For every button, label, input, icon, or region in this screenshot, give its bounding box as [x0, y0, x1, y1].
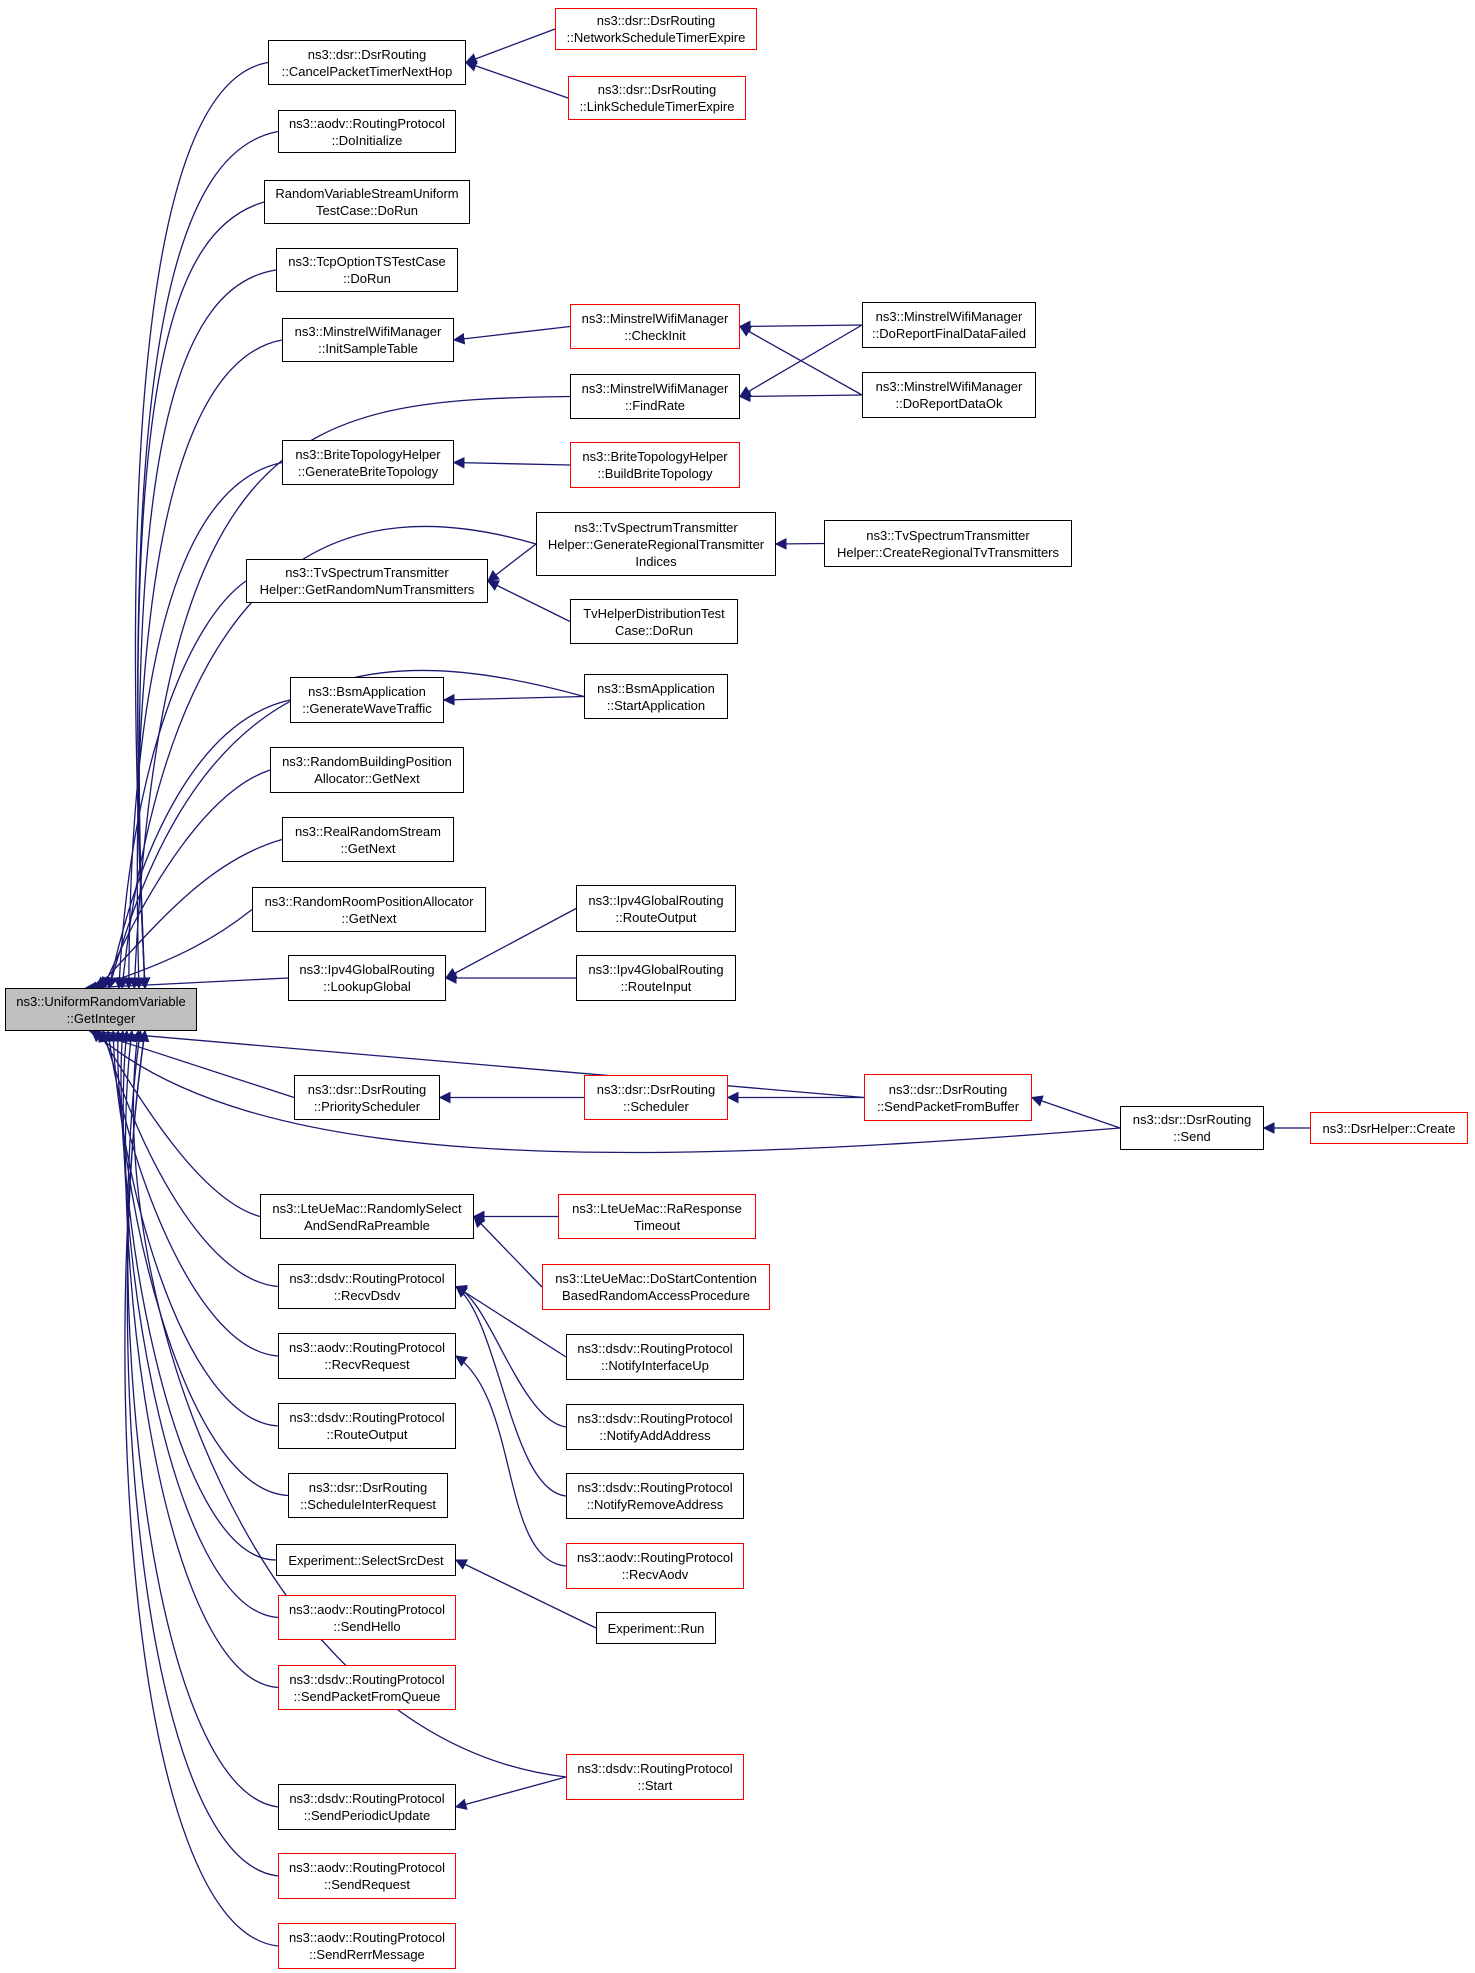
graph-node-dostartcont[interactable]: ns3::LteUeMac::DoStartContention BasedRa… [542, 1264, 770, 1310]
edge-reportok-to-findrate [738, 390, 863, 403]
graph-node-raresp[interactable]: ns3::LteUeMac::RaResponse Timeout [558, 1194, 756, 1239]
edge-ipv4out-to-lookupglobal [444, 907, 577, 979]
edge-lookupglobal-to-root [84, 977, 289, 994]
edge-dsdvstart-to-root [131, 1029, 567, 1778]
edge-checkinit-to-initsample [452, 325, 571, 345]
edge-exprun-to-selectsrc [454, 1559, 597, 1629]
graph-node-createregional[interactable]: ns3::TvSpectrumTransmitter Helper::Creat… [824, 520, 1072, 567]
edge-dsdvstart-to-sendperiodic [454, 1776, 567, 1810]
graph-node-ipv4out[interactable]: ns3::Ipv4GlobalRouting ::RouteOutput [576, 885, 736, 932]
edge-linksched-to-cancelpkt [464, 60, 569, 99]
edge-genwave-to-root [105, 699, 291, 990]
graph-node-reportok[interactable]: ns3::MinstrelWifiManager ::DoReportDataO… [862, 372, 1036, 418]
graph-node-genregional[interactable]: ns3::TvSpectrumTransmitter Helper::Gener… [536, 512, 776, 576]
edge-netsched-to-cancelpkt [464, 28, 556, 65]
edge-findrate-to-root [128, 395, 571, 990]
edge-startapp-to-genwave [442, 693, 585, 706]
edge-schedinter-to-root [111, 1029, 289, 1497]
edge-recvaodv-to-recvrequest [455, 1355, 567, 1567]
graph-node-sendperiodic[interactable]: ns3::dsdv::RoutingProtocol ::SendPeriodi… [278, 1784, 456, 1830]
edge-sendrerr-to-root [124, 1029, 279, 1947]
edge-reportfinal-to-findrate [738, 324, 863, 398]
edge-sendhello-to-root [119, 1029, 279, 1619]
graph-node-sendpktbuf[interactable]: ns3::dsr::DsrRouting ::SendPacketFromBuf… [864, 1074, 1032, 1121]
graph-node-buildbrite[interactable]: ns3::BriteTopologyHelper ::BuildBriteTop… [570, 442, 740, 488]
graph-node-scheduler[interactable]: ns3::dsr::DsrRouting ::Scheduler [584, 1075, 728, 1120]
graph-node-cancelpkt[interactable]: ns3::dsr::DsrRouting ::CancelPacketTimer… [268, 40, 466, 85]
graph-node-sendrequest[interactable]: ns3::aodv::RoutingProtocol ::SendRequest [278, 1853, 456, 1899]
edge-realrandom-to-root [96, 838, 283, 989]
edge-initsample-to-root [132, 339, 283, 990]
edge-notifyremove-to-recvdsdv [455, 1285, 567, 1497]
edge-sendpktbuf-to-root [88, 1026, 865, 1099]
graph-node-netsched[interactable]: ns3::dsr::DsrRouting ::NetworkScheduleTi… [555, 8, 757, 50]
edge-createregional-to-genregional [774, 538, 825, 550]
edge-dostartcont-to-randselect [473, 1215, 543, 1288]
graph-node-root: ns3::UniformRandomVariable ::GetInteger [5, 988, 197, 1031]
graph-node-realrandom[interactable]: ns3::RealRandomStream ::GetNext [282, 817, 454, 862]
graph-node-checkinit[interactable]: ns3::MinstrelWifiManager ::CheckInit [570, 304, 740, 349]
edge-getrandomnum-to-root [113, 580, 247, 990]
graph-node-tcpts[interactable]: ns3::TcpOptionTSTestCase ::DoRun [276, 248, 458, 292]
graph-node-recvrequest[interactable]: ns3::aodv::RoutingProtocol ::RecvRequest [278, 1333, 456, 1379]
edge-selectsrc-to-root [116, 1029, 277, 1561]
graph-node-linksched[interactable]: ns3::dsr::DsrRouting ::LinkScheduleTimer… [568, 76, 746, 120]
edge-genregional-to-getrandomnum [487, 543, 537, 582]
graph-node-initsample[interactable]: ns3::MinstrelWifiManager ::InitSampleTab… [282, 318, 454, 362]
edge-sendpktqueue-to-root [124, 1029, 279, 1689]
graph-node-randroom[interactable]: ns3::RandomRoomPositionAllocator ::GetNe… [252, 887, 486, 932]
graph-node-sendpktqueue[interactable]: ns3::dsdv::RoutingProtocol ::SendPacketF… [278, 1665, 456, 1710]
edge-rvsuniform-to-root [137, 201, 265, 990]
graph-node-genwave[interactable]: ns3::BsmApplication ::GenerateWaveTraffi… [290, 677, 444, 723]
graph-node-dsrcreate[interactable]: ns3::DsrHelper::Create [1310, 1112, 1468, 1144]
graph-node-aodvinit[interactable]: ns3::aodv::RoutingProtocol ::DoInitializ… [278, 110, 456, 153]
graph-node-recvaodv[interactable]: ns3::aodv::RoutingProtocol ::RecvAodv [566, 1543, 744, 1589]
edge-dsrsend-to-sendpktbuf [1030, 1095, 1121, 1129]
graph-node-notifyadd[interactable]: ns3::dsdv::RoutingProtocol ::NotifyAddAd… [566, 1404, 744, 1450]
edge-randselect-to-root [97, 1029, 261, 1218]
graph-node-dsdvstart[interactable]: ns3::dsdv::RoutingProtocol ::Start [566, 1754, 744, 1800]
graph-node-reportfinal[interactable]: ns3::MinstrelWifiManager ::DoReportFinal… [862, 302, 1036, 348]
edge-notifyadd-to-recvdsdv [454, 1284, 567, 1428]
edge-buildbrite-to-genbrite [452, 456, 571, 469]
graph-node-priosched[interactable]: ns3::dsr::DsrRouting ::PriorityScheduler [294, 1075, 440, 1120]
edge-genbrite-to-root [122, 461, 283, 990]
graph-node-startapp[interactable]: ns3::BsmApplication ::StartApplication [584, 674, 728, 719]
edge-randroom-to-root [90, 908, 253, 991]
edge-sendrequest-to-root [126, 1029, 279, 1877]
graph-node-recvdsdv[interactable]: ns3::dsdv::RoutingProtocol ::RecvDsdv [278, 1264, 456, 1309]
graph-node-genbrite[interactable]: ns3::BriteTopologyHelper ::GenerateBrite… [282, 440, 454, 485]
graph-node-ipv4in[interactable]: ns3::Ipv4GlobalRouting ::RouteInput [576, 955, 736, 1001]
graph-node-dsrsend[interactable]: ns3::dsr::DsrRouting ::Send [1120, 1106, 1264, 1150]
graph-node-tvhelperdist[interactable]: TvHelperDistributionTest Case::DoRun [570, 599, 738, 644]
edge-randbuilding-to-root [101, 769, 271, 990]
edge-tvhelperdist-to-getrandomnum [486, 580, 571, 623]
edge-notifyup-to-recvdsdv [455, 1285, 567, 1358]
edge-cancelpkt-to-root [134, 61, 269, 990]
graph-node-notifyup[interactable]: ns3::dsdv::RoutingProtocol ::NotifyInter… [566, 1334, 744, 1380]
graph-node-sendrerr[interactable]: ns3::aodv::RoutingProtocol ::SendRerrMes… [278, 1923, 456, 1969]
graph-node-dsdvrouteout[interactable]: ns3::dsdv::RoutingProtocol ::RouteOutput [278, 1403, 456, 1449]
graph-node-selectsrc[interactable]: Experiment::SelectSrcDest [276, 1544, 456, 1576]
edge-dsdvrouteout-to-root [107, 1029, 279, 1427]
graph-node-getrandomnum[interactable]: ns3::TvSpectrumTransmitter Helper::GetRa… [246, 559, 488, 603]
graph-node-randselect[interactable]: ns3::LteUeMac::RandomlySelect AndSendRaP… [260, 1194, 474, 1239]
graph-node-exprun[interactable]: Experiment::Run [596, 1612, 716, 1644]
edge-sendperiodic-to-root [126, 1029, 279, 1808]
graph-node-lookupglobal[interactable]: ns3::Ipv4GlobalRouting ::LookupGlobal [288, 955, 446, 1001]
edge-priosched-to-root [88, 1028, 295, 1099]
graph-node-randbuilding[interactable]: ns3::RandomBuildingPosition Allocator::G… [270, 747, 464, 793]
edge-dsrsend-to-root [91, 1030, 1121, 1154]
edge-reportfinal-to-checkinit [738, 320, 863, 333]
graph-node-sendhello[interactable]: ns3::aodv::RoutingProtocol ::SendHello [278, 1595, 456, 1640]
graph-node-schedinter[interactable]: ns3::dsr::DsrRouting ::ScheduleInterRequ… [288, 1473, 448, 1518]
graph-node-findrate[interactable]: ns3::MinstrelWifiManager ::FindRate [570, 374, 740, 419]
graph-node-notifyremove[interactable]: ns3::dsdv::RoutingProtocol ::NotifyRemov… [566, 1473, 744, 1519]
graph-node-rvsuniform[interactable]: RandomVariableStreamUniform TestCase::Do… [264, 180, 470, 224]
